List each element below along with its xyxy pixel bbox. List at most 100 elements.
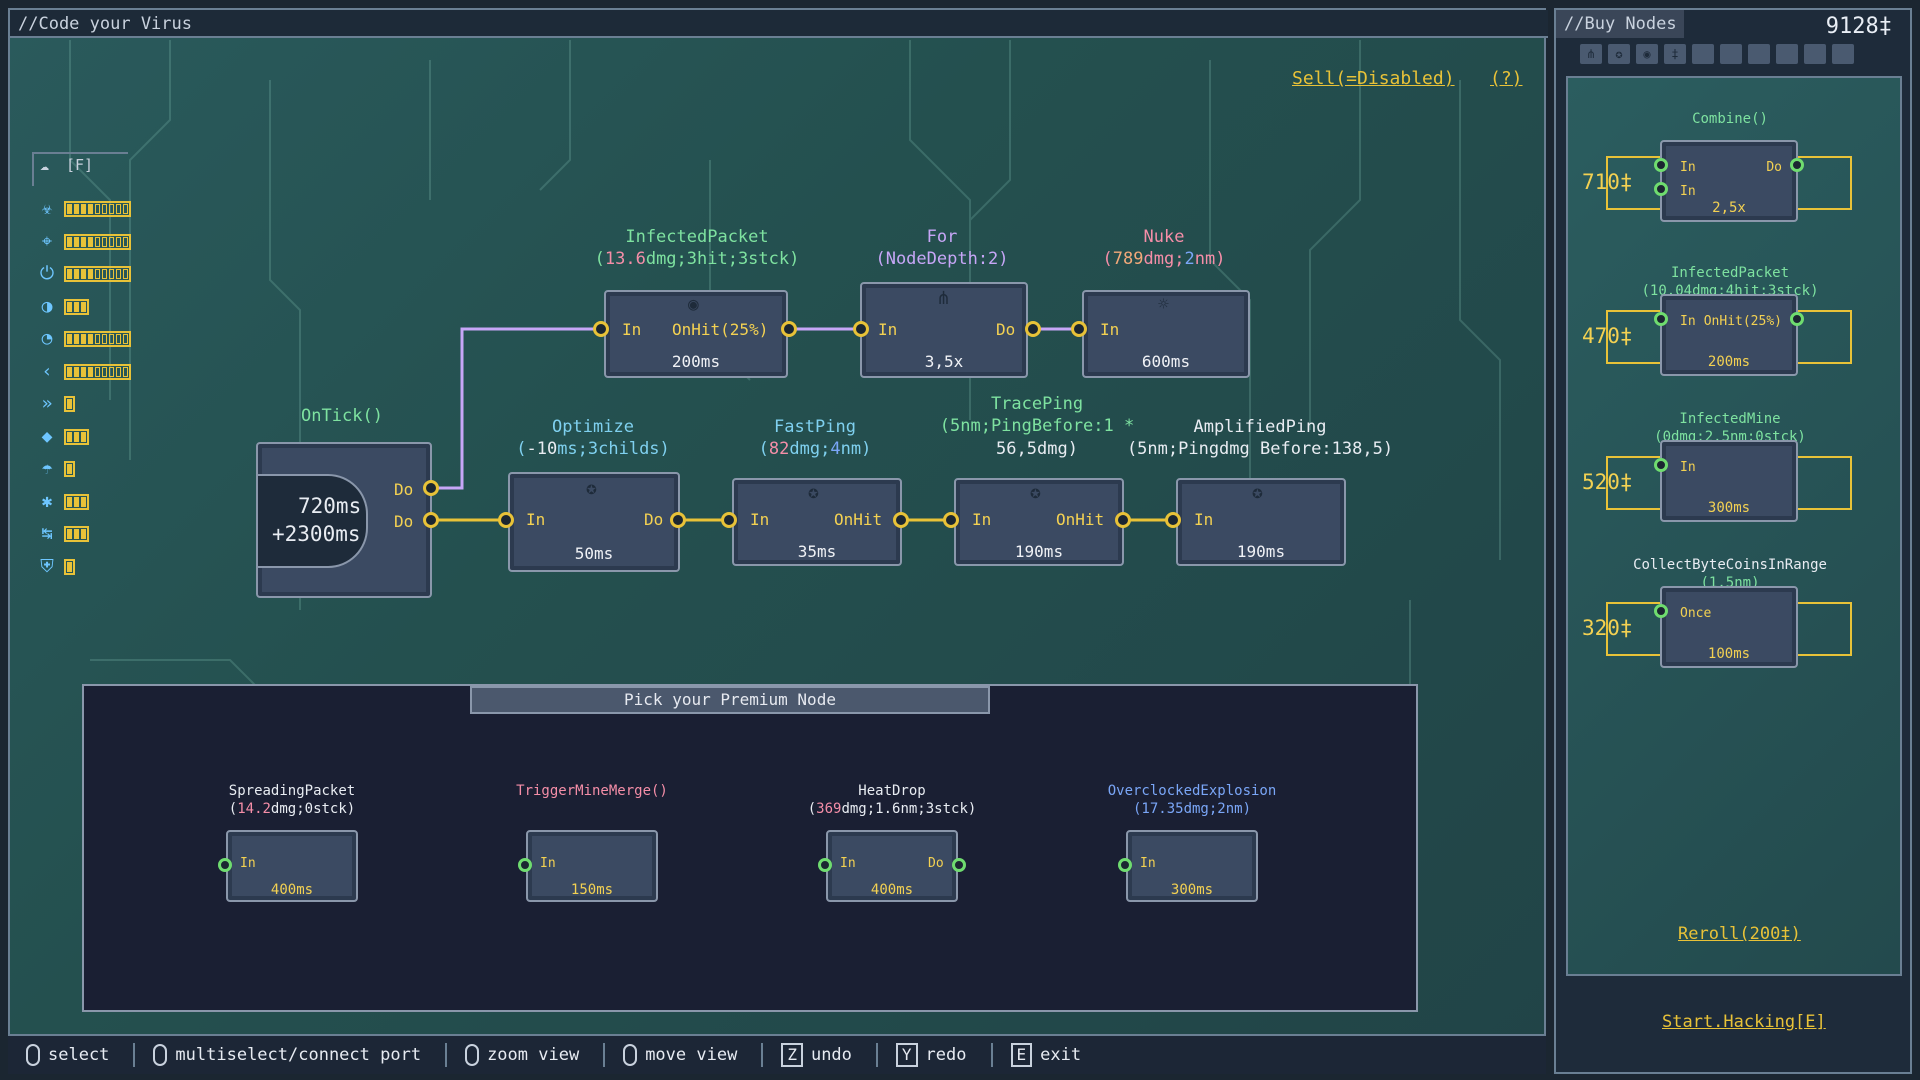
premium-node-name: TriggerMineMerge() (516, 783, 668, 799)
ontick-cutout (258, 474, 368, 568)
share-icon: ‹ (41, 360, 53, 382)
amplifiedping-in-port[interactable] (1165, 512, 1181, 528)
traceping-onhit-port[interactable] (1115, 512, 1131, 528)
control-hint-label: undo (810, 1045, 852, 1065)
filter-fork-icon[interactable]: ⋔ (1580, 44, 1602, 64)
mouse-icon (153, 1044, 168, 1066)
control-hint-label: redo (925, 1045, 967, 1065)
shop-panel: //Buy Nodes 9128‡ (1554, 8, 1912, 1074)
premium-time: 150ms (570, 882, 614, 898)
infectedpacket-node[interactable]: ◉ In OnHit(25%) 200ms (604, 290, 788, 378)
infectedpacket-title: InfectedPacket (625, 227, 769, 247)
trace-icon: ✪ (1030, 482, 1041, 503)
stat-level-bar (64, 558, 75, 575)
fastping-onhit-port[interactable] (893, 512, 909, 528)
filter-bolt-icon[interactable]: ✪ (1608, 44, 1630, 64)
reroll-button[interactable]: Reroll(200‡) (1678, 924, 1801, 944)
shop-out-port[interactable] (1790, 158, 1804, 172)
nuke-node[interactable]: ☼ In 600ms (1082, 290, 1250, 378)
infectedpacket-onhit-port[interactable] (781, 321, 797, 337)
stats-header-icon: ☁ (40, 156, 50, 174)
premium-node-stats: (369dmg;1.6nm;3stck) (807, 801, 977, 817)
premium-in-port[interactable] (818, 858, 832, 872)
premium-in-port[interactable] (218, 858, 232, 872)
premium-in-port[interactable] (518, 858, 532, 872)
amplify-icon: ✪ (1252, 482, 1263, 503)
ontick-do-port-1[interactable] (423, 480, 439, 496)
amplifiedping-node[interactable]: ✪ In 190ms (1176, 478, 1346, 566)
filter-bomb-icon[interactable]: ◉ (1636, 44, 1658, 64)
filter-slot-8-icon[interactable] (1776, 44, 1798, 64)
shop-item-price: 320‡ (1582, 616, 1633, 640)
start-hacking-button[interactable]: Start.Hacking[E] (1662, 1012, 1826, 1032)
ontick-extra-time: +2300ms (272, 522, 361, 546)
infectedpacket-stats: (13.6dmg;3hit;3stck) (594, 249, 800, 269)
premium-time: 400ms (270, 882, 314, 898)
crosshair-icon: ⌖ (41, 230, 53, 252)
help-button[interactable]: (?) (1490, 68, 1523, 89)
shop-out-port[interactable] (1790, 312, 1804, 326)
fastping-node[interactable]: ✪ In OnHit 35ms (732, 478, 902, 566)
filter-slot-6-icon[interactable] (1720, 44, 1742, 64)
premium-out-port[interactable] (952, 858, 966, 872)
optimize-node[interactable]: ✪ In Do 50ms (508, 472, 680, 572)
shop-in-port[interactable] (1654, 458, 1668, 472)
shop-in-port[interactable] (1654, 312, 1668, 326)
ontick-node[interactable]: 720ms +2300ms Do Do (256, 442, 432, 598)
traceping-stats-line2: 56,5dmg) (996, 439, 1078, 459)
for-do-label: Do (996, 320, 1016, 339)
infectedpacket-time: 200ms (671, 352, 721, 371)
traceping-in-port[interactable] (943, 512, 959, 528)
filter-slot-10-icon[interactable] (1832, 44, 1854, 64)
stats-toggle-key[interactable]: [F] (66, 156, 94, 174)
ontick-do-port-2[interactable] (423, 512, 439, 528)
premium-node-name: HeatDrop (858, 783, 926, 799)
shop-in-port[interactable] (1654, 604, 1668, 618)
optimize-title: Optimize (552, 417, 634, 437)
nuke-in-label: In (1100, 320, 1120, 339)
shop-title-tab (1556, 10, 1684, 38)
filter-split-icon[interactable]: ‡ (1664, 44, 1686, 64)
for-node[interactable]: ⋔ In Do 3,5x (860, 282, 1028, 378)
filter-slot-7-icon[interactable] (1748, 44, 1770, 64)
stat-level-bar (64, 266, 131, 282)
fastping-time: 35ms (797, 542, 837, 561)
shop-in-port[interactable] (1654, 158, 1668, 172)
mouse-icon (26, 1044, 40, 1066)
sell-button[interactable]: Sell(=Disabled) (1292, 68, 1455, 89)
fastping-in-port[interactable] (721, 512, 737, 528)
shop-in-port[interactable] (1654, 182, 1668, 196)
premium-in-port[interactable] (1118, 858, 1132, 872)
mouse-icon (465, 1044, 480, 1066)
nuke-in-port[interactable] (1071, 321, 1087, 337)
ping-icon: ✪ (808, 482, 819, 503)
optimize-in-port[interactable] (498, 512, 514, 528)
filter-slot-9-icon[interactable] (1804, 44, 1826, 64)
traceping-node[interactable]: ✪ In OnHit 190ms (954, 478, 1124, 566)
stat-row: ◔ (36, 328, 131, 350)
editor-title: //Code your Virus (18, 14, 192, 34)
controls-separator (133, 1043, 136, 1067)
fastping-in-label: In (750, 510, 770, 529)
shop-item-time: 2,5x (1712, 200, 1746, 216)
optimize-do-port[interactable] (670, 512, 686, 528)
stat-row: ⛨ (36, 556, 75, 578)
shop-title: //Buy Nodes (1564, 14, 1677, 34)
stat-row: ⏻ (36, 263, 131, 285)
for-do-port[interactable] (1025, 321, 1041, 337)
stat-row: » (36, 393, 75, 415)
infectedpacket-in-port[interactable] (593, 321, 609, 337)
for-in-port[interactable] (853, 321, 869, 337)
shop-list-area (1566, 76, 1902, 976)
filter-slot-5-icon[interactable] (1692, 44, 1714, 64)
key-e-icon: E (1010, 1043, 1033, 1067)
stat-row: ↹ (36, 523, 89, 545)
